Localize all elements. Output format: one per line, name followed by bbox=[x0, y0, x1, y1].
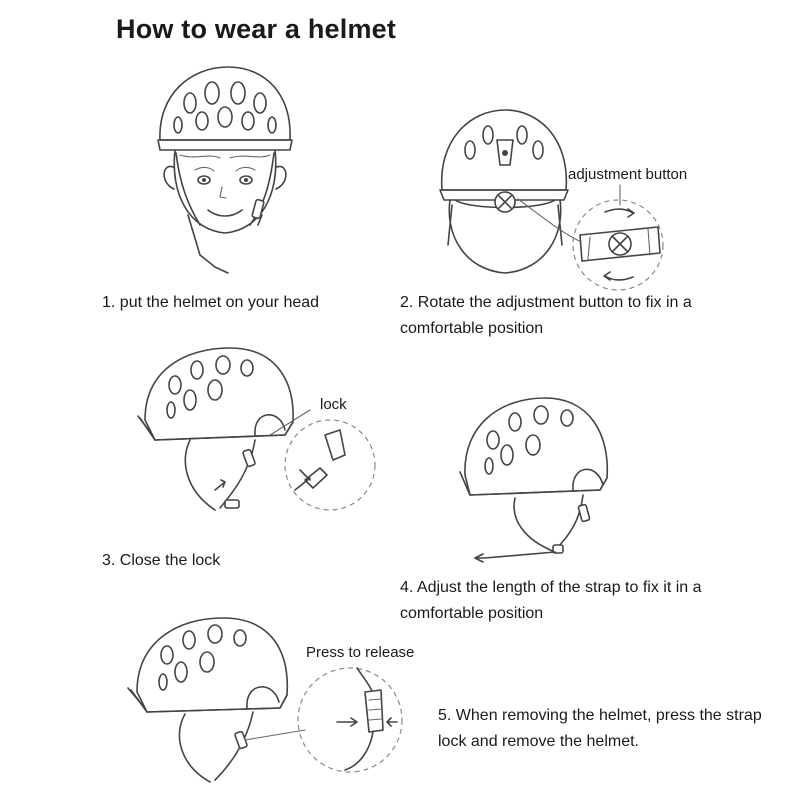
helmet-rear-illustration bbox=[439, 109, 664, 291]
step-5-caption: 5. When removing the helmet, press the s… bbox=[438, 707, 762, 750]
lock-label: lock bbox=[320, 396, 347, 413]
helmet-strap-illustration bbox=[459, 397, 609, 563]
step-1-caption: 1. put the helmet on your head bbox=[102, 294, 320, 311]
step-2-caption: 2. Rotate the adjustment button to fix i… bbox=[400, 294, 692, 337]
helmet-side-lock-illustration bbox=[137, 347, 376, 511]
head-with-helmet-illustration bbox=[157, 66, 293, 274]
adjustment-button-label: adjustment button bbox=[568, 166, 688, 183]
press-to-release-label: Press to release bbox=[306, 644, 415, 661]
step-4-caption: 4. Adjust the length of the strap to fix… bbox=[400, 579, 702, 622]
helmet-release-illustration bbox=[127, 617, 403, 783]
page-title: How to wear a helmet bbox=[116, 14, 397, 44]
step-3-caption: 3. Close the lock bbox=[102, 552, 221, 569]
